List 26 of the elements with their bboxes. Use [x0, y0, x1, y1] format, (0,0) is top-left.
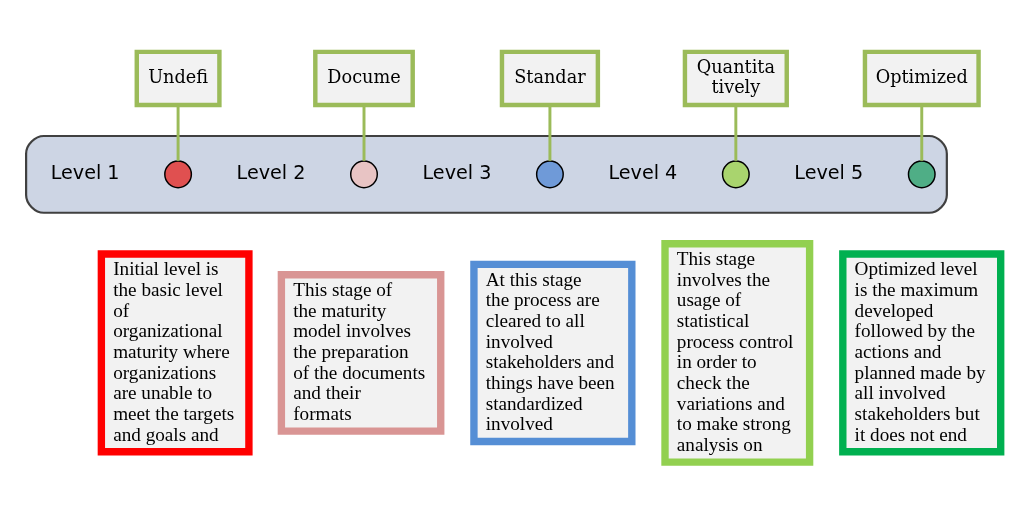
node-box: Initial level is the basic level of organizational maturity where organizations are unable to meet the targets and goals and [97, 249, 253, 455]
node-box: This stage of the maturity model involves the preparation of the documents and their formats [277, 270, 445, 435]
node-label: Level 2 [236, 160, 306, 184]
node-circle [721, 159, 750, 188]
connector [920, 104, 924, 161]
node-box: Docume [313, 49, 415, 107]
node-box: At this stage the process are cleared to all involved stakeholders and things have been standardized involved [470, 260, 636, 445]
connector [176, 104, 180, 161]
node-circle [164, 159, 193, 188]
node-circle [350, 159, 378, 188]
node-box: This stage involves the usage of statistical process control in order to check the variations and to make strong analysis on [661, 239, 814, 466]
cluster [25, 134, 948, 214]
node-label: Level 1 [50, 160, 120, 184]
node-box: Quantita tively [682, 49, 789, 107]
node-box: Optimized level is the maximum developed followed by the actions and planned made by all involved stakeholders but it does not end [839, 249, 1005, 455]
node-label: Level 4 [608, 160, 678, 184]
node-circle [535, 159, 564, 188]
connector [362, 104, 366, 161]
node-circle [907, 159, 936, 188]
node-label: Level 3 [422, 160, 492, 184]
node-box: Optimized [862, 49, 981, 107]
connector [548, 104, 552, 161]
node-label: Level 5 [794, 160, 864, 184]
node-box: Standar [499, 49, 601, 107]
connector [734, 104, 738, 161]
node-box: Undefi [134, 49, 222, 107]
